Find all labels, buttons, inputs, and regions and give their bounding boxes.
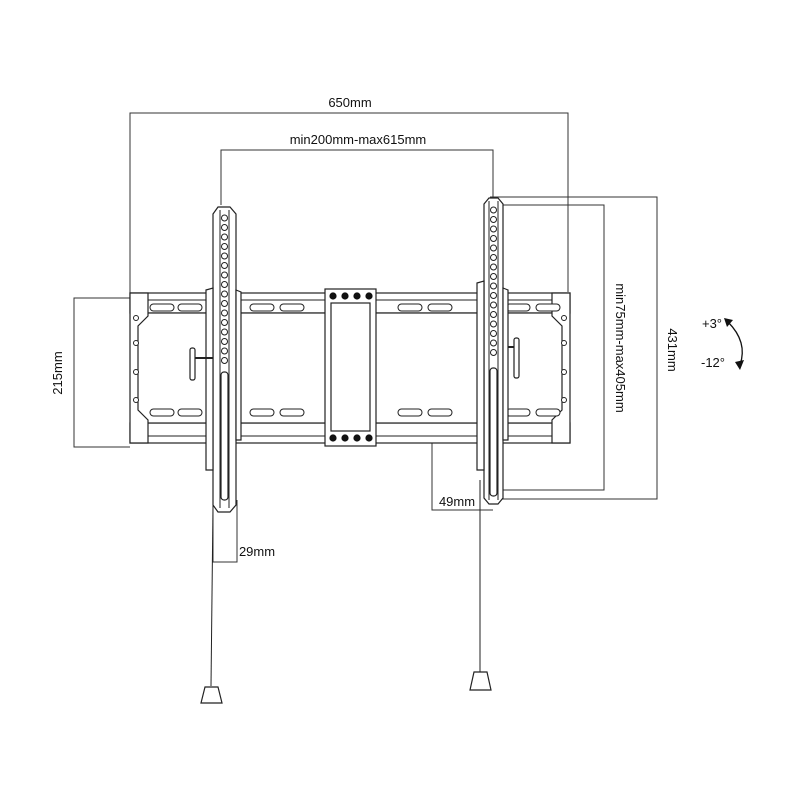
- center-plate-inner: [330, 302, 371, 432]
- arm-hole: [490, 206, 497, 214]
- arm-hole: [490, 330, 497, 337]
- left-cord-weight: [200, 686, 223, 704]
- rail-slot: [535, 408, 561, 417]
- rail-slot: [249, 303, 275, 312]
- arm-height-label: min75mm-max405mm: [613, 283, 628, 412]
- arm-width-label: 29mm: [239, 544, 275, 559]
- arm-hole: [221, 338, 228, 345]
- rail-slot: [279, 303, 305, 312]
- rail-slot: [279, 408, 305, 417]
- tilt-down-label: -12°: [701, 355, 725, 370]
- profile-depth-dimension: [431, 440, 493, 511]
- bottom-rail-slots: [149, 408, 561, 417]
- curved-double-arrow-icon: [724, 318, 744, 370]
- center-mount-plate: [324, 288, 377, 447]
- rail-slot: [249, 408, 275, 417]
- arm-hole: [221, 214, 228, 222]
- arm-hole: [221, 319, 228, 326]
- left-safety-cord: [210, 504, 214, 687]
- arm-spacing-dimension: [220, 149, 494, 205]
- arm-hole: [221, 290, 228, 298]
- arm-hole: [221, 309, 228, 317]
- rail-slot: [177, 303, 203, 312]
- arm-hole: [221, 224, 228, 231]
- arm-hole: [221, 300, 228, 307]
- right-vertical-arm: [469, 197, 520, 691]
- rail-slot: [427, 303, 453, 312]
- arm-hole: [221, 347, 228, 355]
- plate-height-label: 215mm: [50, 351, 65, 394]
- right-arm-slot: [489, 367, 498, 497]
- arm-hole: [221, 262, 228, 269]
- rail-slot: [397, 303, 423, 312]
- dimension-lines: [73, 112, 658, 563]
- plate-height-dimension: [73, 297, 130, 448]
- arm-hole: [221, 252, 228, 260]
- rail-slot: [177, 408, 203, 417]
- left-arm-holes: [221, 214, 228, 364]
- left-tilt-lever: [189, 347, 196, 381]
- right-tilt-lever: [513, 337, 520, 379]
- arm-hole: [490, 311, 497, 318]
- arm-hole: [490, 292, 497, 299]
- overall-height-dimension: [490, 196, 658, 500]
- top-rail-slots: [149, 303, 561, 312]
- left-end-cap: [129, 292, 149, 444]
- rail-slot: [535, 303, 561, 312]
- arm-height-dimension: [502, 204, 605, 491]
- arm-hole: [221, 243, 228, 250]
- rail-slot: [149, 408, 175, 417]
- arm-hole: [490, 225, 497, 233]
- left-vertical-arm: [189, 206, 242, 704]
- arm-hole: [490, 216, 497, 223]
- left-arm-slot: [220, 371, 229, 501]
- arm-hole: [490, 254, 497, 261]
- arm-hole: [490, 301, 497, 309]
- profile-depth-label: 49mm: [439, 494, 475, 509]
- arm-hole: [221, 271, 228, 279]
- arm-hole: [490, 244, 497, 252]
- arm-hole: [490, 273, 497, 280]
- rail-slot: [427, 408, 453, 417]
- overall-width-dimension: [129, 112, 569, 300]
- arm-hole: [221, 281, 228, 288]
- rail-slot: [149, 303, 175, 312]
- arm-hole: [490, 339, 497, 347]
- arm-hole: [490, 282, 497, 290]
- overall-height-label: 431mm: [665, 328, 680, 371]
- arm-hole: [490, 263, 497, 271]
- tilt-up-label: +3°: [702, 316, 722, 331]
- rail-slot: [505, 303, 531, 312]
- arm-hole: [490, 320, 497, 328]
- arm-spacing-label: min200mm-max615mm: [290, 132, 427, 147]
- arm-hole: [490, 235, 497, 242]
- arm-hole: [221, 328, 228, 336]
- arm-hole: [490, 349, 497, 356]
- arm-hole: [221, 233, 228, 241]
- right-end-cap: [551, 292, 571, 444]
- right-cord-weight: [469, 671, 492, 691]
- right-arm-holes: [490, 206, 497, 356]
- overall-width-label: 650mm: [328, 95, 371, 110]
- arm-hole: [221, 357, 228, 364]
- rail-slot: [397, 408, 423, 417]
- rail-slot: [505, 408, 531, 417]
